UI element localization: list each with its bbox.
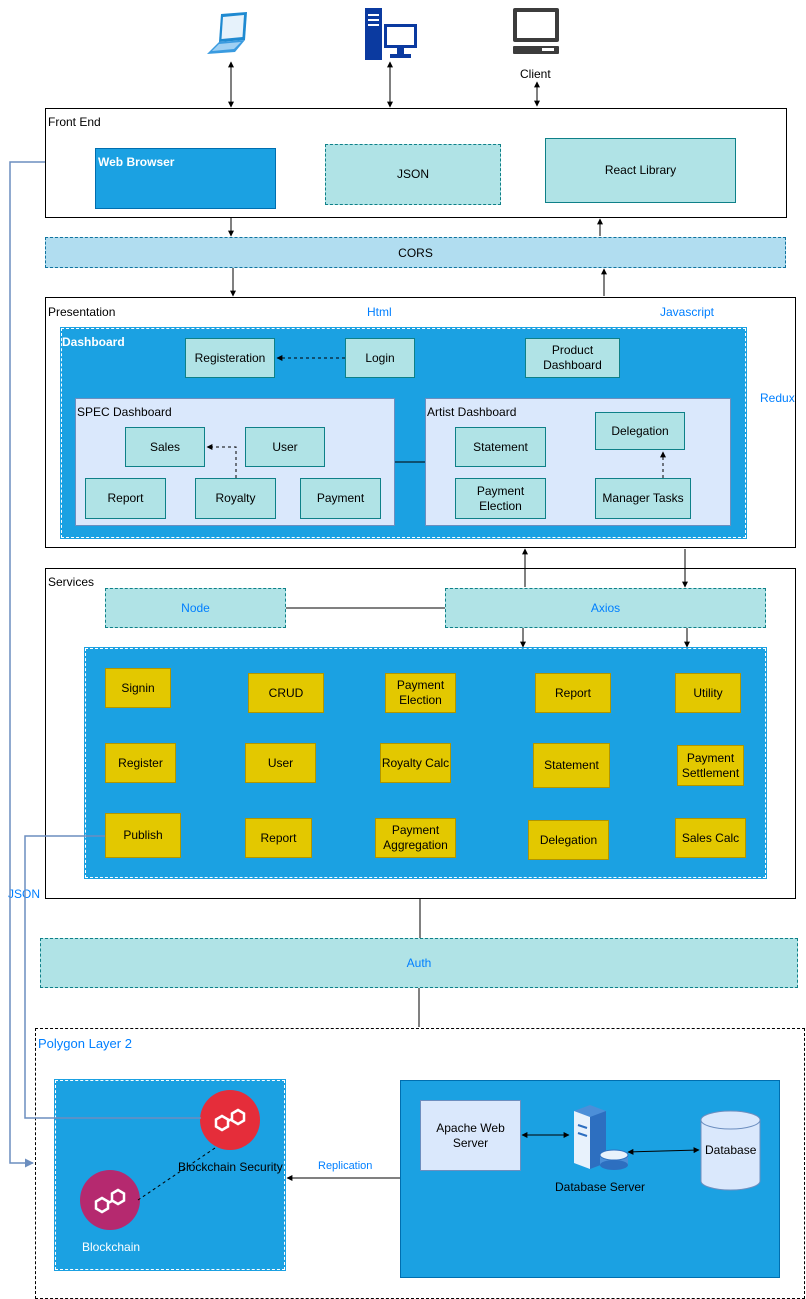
service-sales-calc: Sales Calc bbox=[675, 818, 746, 858]
statement-box: Statement bbox=[455, 427, 546, 467]
login-box: Login bbox=[345, 338, 415, 378]
javascript-label: Javascript bbox=[660, 305, 715, 319]
services-title: Services bbox=[48, 575, 95, 589]
auth-label: Auth bbox=[406, 955, 432, 970]
database-icon bbox=[700, 1110, 761, 1191]
service-payment-election: Payment Election bbox=[385, 673, 456, 713]
react-library-box: React Library bbox=[545, 138, 736, 203]
web-browser-box: Web Browser bbox=[95, 148, 276, 209]
presentation-title: Presentation bbox=[48, 305, 116, 319]
node-box: Node bbox=[105, 588, 286, 628]
blockchain-icon bbox=[80, 1170, 140, 1230]
blockchain-security-icon bbox=[200, 1090, 260, 1150]
json-box: JSON bbox=[325, 144, 501, 205]
service-publish: Publish bbox=[105, 813, 181, 858]
service-register: Register bbox=[105, 743, 176, 783]
json-link-label: JSON bbox=[8, 887, 41, 901]
database-server-icon bbox=[570, 1103, 630, 1173]
monitor-icon bbox=[512, 7, 560, 55]
apache-web-server-label: Apache Web Server bbox=[436, 1120, 505, 1150]
payment-election-box: Payment Election bbox=[455, 478, 546, 519]
apache-web-server-box: Apache Web Server bbox=[420, 1100, 521, 1171]
service-delegation: Delegation bbox=[528, 820, 609, 860]
web-browser-label: Web Browser bbox=[98, 155, 175, 169]
spec-dashboard-title: SPEC Dashboard bbox=[77, 405, 172, 419]
auth-bar: Auth bbox=[40, 938, 798, 988]
desktop-computer-icon bbox=[364, 8, 418, 60]
delegation-box: Delegation bbox=[595, 412, 685, 450]
database-server-label: Database Server bbox=[555, 1180, 646, 1194]
service-utility: Utility bbox=[675, 673, 741, 713]
polygon-title: Polygon Layer 2 bbox=[38, 1036, 132, 1051]
artist-dashboard-title: Artist Dashboard bbox=[427, 405, 517, 419]
payment-box: Payment bbox=[300, 478, 381, 519]
service-payment-aggregation: Payment Aggregation bbox=[375, 818, 456, 858]
service-report-2: Report bbox=[245, 818, 312, 858]
service-royalty-calc: Royalty Calc bbox=[380, 743, 451, 783]
client-label: Client bbox=[520, 67, 551, 81]
user-box: User bbox=[245, 427, 325, 467]
service-user: User bbox=[245, 743, 316, 783]
service-signin: Signin bbox=[105, 668, 171, 708]
node-label: Node bbox=[181, 600, 210, 615]
redux-label: Redux bbox=[760, 391, 795, 405]
axios-box: Axios bbox=[445, 588, 766, 628]
replication-label: Replication bbox=[318, 1160, 373, 1172]
axios-label: Axios bbox=[590, 600, 621, 615]
front-end-title: Front End bbox=[48, 115, 101, 129]
html-label: Html bbox=[367, 305, 392, 319]
manager-tasks-box: Manager Tasks bbox=[595, 478, 691, 519]
royalty-box: Royalty bbox=[195, 478, 276, 519]
report-box: Report bbox=[85, 478, 166, 519]
laptop-icon bbox=[205, 10, 251, 54]
database-label: Database bbox=[705, 1143, 757, 1157]
service-statement: Statement bbox=[533, 743, 610, 788]
sales-box: Sales bbox=[125, 427, 205, 467]
service-crud: CRUD bbox=[248, 673, 324, 713]
cors-bar: CORS bbox=[45, 237, 786, 268]
registration-box: Registeration bbox=[185, 338, 275, 378]
dashboard-title: Dashboard bbox=[62, 335, 125, 349]
blockchain-label: Blockchain bbox=[82, 1240, 141, 1254]
service-report: Report bbox=[535, 673, 611, 713]
blockchain-security-label: Blockchain Security bbox=[178, 1160, 283, 1174]
service-payment-settlement: Payment Settlement bbox=[677, 745, 744, 786]
product-dashboard-box: Product Dashboard bbox=[525, 338, 620, 378]
